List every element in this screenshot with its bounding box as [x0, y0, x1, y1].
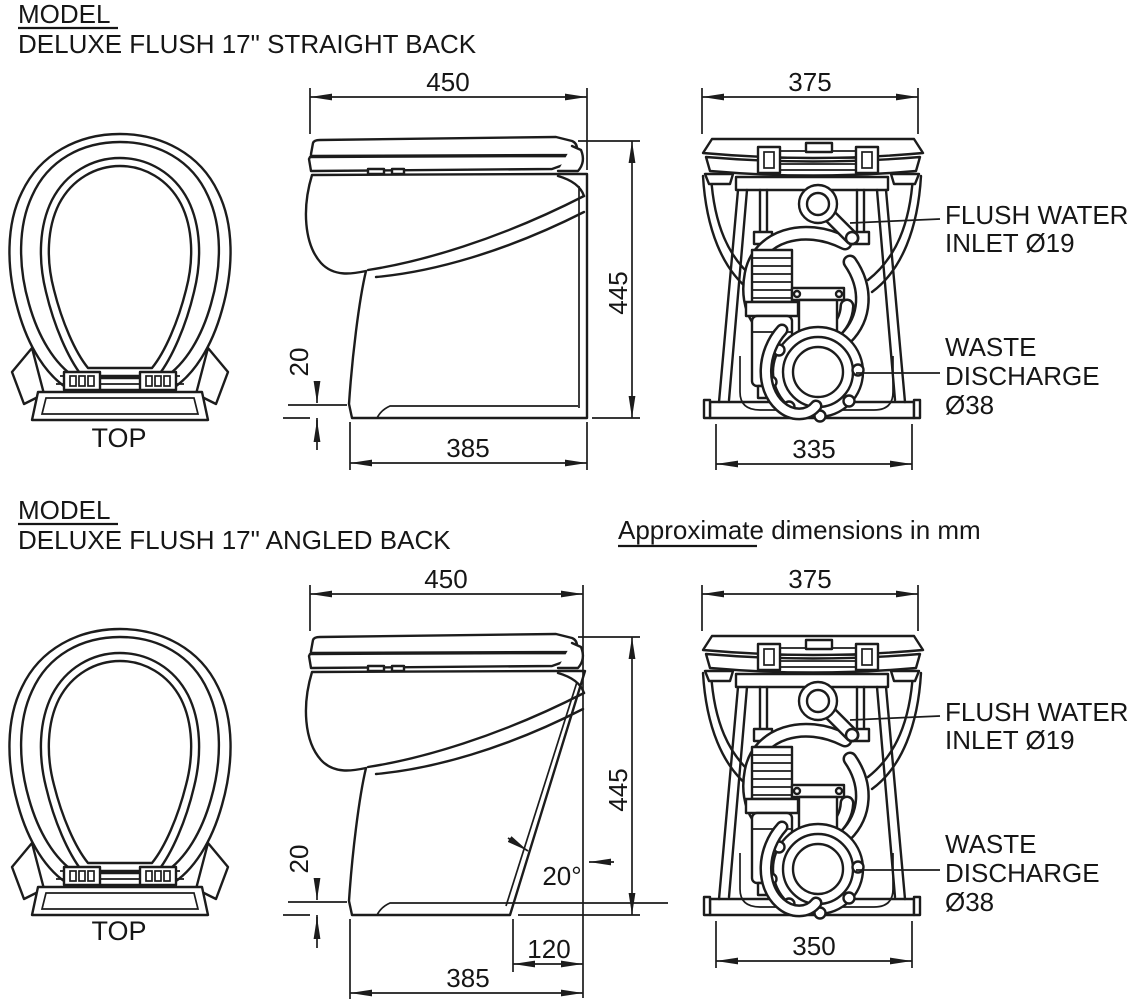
model-heading: MODEL — [18, 495, 110, 525]
side-bowl-sweep-1 — [366, 194, 586, 272]
side-seat — [307, 651, 571, 670]
dim-value: 450 — [426, 67, 469, 97]
flush-water-label-line1: FLUSH WATER — [945, 697, 1128, 727]
angle-value: 20° — [542, 861, 581, 891]
dim-depth-385: 385 — [349, 422, 588, 470]
leader-line — [849, 715, 941, 721]
dim-height-445: 445 — [518, 636, 640, 916]
seat-bumper — [390, 664, 406, 673]
top-view-drawing — [8, 627, 232, 917]
dim-back-angle-20deg: 20° — [507, 836, 614, 891]
waste-label-line2: DISCHARGE — [945, 858, 1100, 888]
side-bowl-sweep-1 — [366, 691, 586, 769]
side-back-inner-slant — [505, 681, 578, 907]
dim-value: 450 — [424, 564, 467, 594]
dim-rear-width-375: 375 — [701, 564, 919, 631]
dim-width-450: 450 — [309, 564, 584, 998]
rear-view-drawing — [703, 139, 923, 422]
section-straight-back: MODEL DELUXE FLUSH 17" STRAIGHT BACK TOP… — [8, 0, 1128, 470]
seat-bumper — [366, 664, 386, 673]
top-view-caption: TOP — [91, 916, 146, 946]
dim-value: 375 — [788, 67, 831, 97]
model-name: DELUXE FLUSH 17" STRAIGHT BACK — [18, 29, 477, 59]
top-view-drawing — [8, 132, 232, 422]
dim-rear-base-335: 335 — [715, 424, 913, 470]
rear-view-drawing — [703, 636, 923, 919]
callout-waste-discharge: WASTE DISCHARGE Ø38 — [856, 829, 1100, 917]
side-bowl-sweep-2 — [374, 707, 585, 776]
dim-rear-base-350: 350 — [715, 921, 913, 968]
note-text: Approximate dimensions in mm — [618, 515, 981, 545]
side-base-recess — [376, 902, 668, 916]
side-body-outline — [304, 172, 589, 420]
model-heading: MODEL — [18, 0, 110, 29]
top-view-caption: TOP — [91, 423, 146, 453]
waste-label-line3: Ø38 — [945, 887, 994, 917]
dim-value: 375 — [788, 564, 831, 594]
section-angled-back: MODEL DELUXE FLUSH 17" ANGLED BACK TOP 4… — [8, 495, 1128, 999]
side-rim-corner — [556, 174, 586, 198]
side-base-recess — [376, 405, 578, 419]
side-seat — [307, 154, 571, 173]
dim-depth-385: 385 — [349, 919, 583, 999]
dim-value: 120 — [527, 934, 570, 964]
dim-value: 445 — [603, 271, 633, 314]
dim-value: 385 — [446, 433, 489, 463]
dim-value: 445 — [603, 768, 633, 811]
flush-water-label-line2: INLET Ø19 — [945, 725, 1075, 755]
dim-value: 385 — [446, 963, 489, 993]
dim-value: 20 — [284, 845, 314, 874]
dimensions-note: Approximate dimensions in mm — [618, 515, 981, 548]
dim-value: 350 — [792, 931, 835, 961]
waste-label-line3: Ø38 — [945, 390, 994, 420]
waste-label-line2: DISCHARGE — [945, 361, 1100, 391]
dim-rear-width-375: 375 — [701, 67, 919, 134]
side-view-drawing-angled — [304, 632, 668, 917]
flush-water-label-line1: FLUSH WATER — [945, 200, 1128, 230]
side-body-outline — [304, 669, 587, 917]
seat-bumper — [390, 167, 406, 176]
model-name: DELUXE FLUSH 17" ANGLED BACK — [18, 525, 451, 555]
dim-base-height-20: 20 — [283, 348, 347, 450]
side-hinge — [556, 144, 585, 173]
side-bowl-sweep-2 — [374, 210, 586, 279]
dim-value: 335 — [792, 434, 835, 464]
seat-bumper — [366, 167, 386, 176]
dim-value: 20 — [284, 348, 314, 377]
callout-flush-water-inlet: FLUSH WATER INLET Ø19 — [849, 200, 1128, 258]
side-lid — [309, 632, 579, 655]
side-view-drawing — [304, 135, 589, 420]
callout-flush-water-inlet: FLUSH WATER INLET Ø19 — [849, 697, 1128, 755]
flush-water-label-line2: INLET Ø19 — [945, 228, 1075, 258]
dim-height-445: 445 — [578, 140, 640, 419]
waste-label-line1: WASTE — [945, 332, 1036, 362]
dim-back-offset-120: 120 — [512, 919, 583, 972]
waste-label-line1: WASTE — [945, 829, 1036, 859]
callout-waste-discharge: WASTE DISCHARGE Ø38 — [856, 332, 1100, 420]
dim-base-height-20: 20 — [283, 845, 347, 948]
side-lid — [309, 135, 579, 158]
leader-line — [849, 218, 941, 224]
dim-width-450: 450 — [309, 67, 588, 170]
